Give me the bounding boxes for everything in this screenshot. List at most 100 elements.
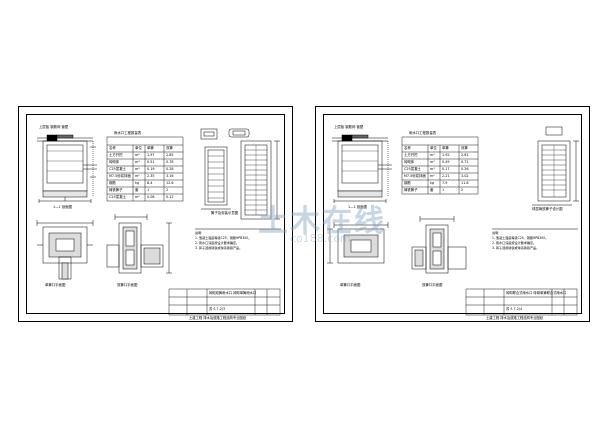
table-header-cell: 双箅 [461,146,468,150]
table-cell: m³ [135,160,140,164]
drawing-number: 苏 S 7-2/3 [209,307,226,311]
watermark-text: 土木在线 [258,204,386,239]
table-cell: 砖砌体 [404,160,415,164]
grate-detail [532,126,579,206]
table-cell: m³ [430,153,435,157]
table-cell: 0.28 [166,167,174,171]
title-block [465,288,578,316]
note-line: 3. 箅子选用铸铁或球墨铸铁产品。 [195,246,243,250]
table-cell: 0.12 [166,195,174,199]
section-label: 1—1 剖面图 [348,205,367,209]
note-line: 说明： [195,231,205,235]
table-cell: m³ [135,195,140,199]
table-cell: 12.6 [166,181,174,185]
plan-label-right: 双箅口平面图 [117,283,138,287]
table-cell: 铸铁箅子 [109,188,123,192]
table-header-cell: 名称 [404,146,411,150]
table-cell: M7.5砂浆抹面 [404,174,426,178]
table-cell: 3.16 [166,174,174,178]
table-cell: kg [135,181,140,185]
table-cell: 0.78 [166,160,174,164]
table-cell: 0.19 [147,167,155,171]
drawing-frame [26,114,285,314]
table-cell: 0.17 [442,167,450,171]
bottom-note: 土建工程 排水及道路工程结构专业图纸 [486,316,544,320]
table-cell: 0.08 [147,195,155,199]
table-cell: 0.49 [442,160,450,164]
table-cell: 套 [135,188,139,192]
drawing-sheet-right: 上层板 钢筋网 管壁 1—1 剖面图 雨水口工程数量表 名称单位单箅双箅土方开挖… [315,106,590,322]
grate-label: 箅子及安装示意图 [211,211,239,215]
material-table-title: 雨水口工程数量表 [114,131,142,135]
table-cell: 2 [166,188,169,192]
sheet-linework [36,128,281,316]
note-line: 3. 箅子选用铸铁或球墨铸铁产品。 [492,246,540,250]
table-cell: 1 [442,188,445,192]
note-line: 1. 混凝土强度等级C25，钢筋HPB300。 [195,236,252,240]
note-line: 2. 雨水口深度按设计要求确定。 [492,241,537,245]
section-1-1 [37,134,97,203]
section-1-1 [332,134,392,203]
sheet-linework [327,126,579,316]
callout-label: 上层板 钢筋网 管壁 [39,125,69,129]
table-cell: m² [430,174,435,178]
material-table [106,136,184,202]
plan-label-right: 双箅口平面图 [422,283,443,287]
table-cell: 2.21 [442,174,450,178]
single-grate-plan [327,222,389,264]
grate-detail [200,128,280,220]
table-cell: 铸铁箅子 [404,188,418,192]
single-grate-plan [36,220,94,280]
bottom-note: 土建工程 排水及道路工程结构专业图纸 [189,316,247,320]
notes: 说明：1. 混凝土强度等级C25，钢筋HPB300。2. 雨水口深度按设计要求确… [195,231,251,251]
drawing-title: 砖砌联合式雨水口 砖砌单箅联合式雨水口 [506,291,567,295]
table-cell: m³ [430,160,435,164]
table-cell: 1.92 [442,153,450,157]
material-table [401,136,479,195]
table-header-cell: 单位 [430,146,437,150]
notes: 说明：1. 混凝土强度等级C25，钢筋HPB300。2. 雨水口深度按设计要求确… [492,231,548,251]
table-cell: 11.8 [461,181,469,185]
table-cell: 套 [430,188,434,192]
plan-label-left: 单箅口平面图 [340,283,361,287]
table-header-cell: 双箅 [166,146,173,150]
table-cell: m² [135,174,140,178]
table-cell: 8.4 [147,181,153,185]
table-header-cell: 单箅 [147,146,154,150]
table-cell: m³ [135,153,140,157]
table-cell: 钢筋 [404,181,411,185]
table-cell: 2.35 [147,174,155,178]
table-cell: C15混凝土 [109,195,126,199]
table-header-cell: 名称 [109,146,116,150]
table-cell: 0.51 [147,160,155,164]
table-cell: M7.5砂浆抹面 [109,174,131,178]
material-table-title: 雨水口工程数量表 [409,131,437,135]
table-cell: 0.71 [461,160,469,164]
drawing-number: 苏 S 7-2/4 [506,307,523,311]
table-cell: 钢筋 [109,181,116,185]
drawing-sheet-left: 上层板 钢筋网 管壁 1—1 剖面图 雨水口工程数量表 名称单位单箅双箅土方开挖… [18,106,293,322]
table-cell: m³ [135,167,140,171]
table-cell: kg [430,181,435,185]
table-cell: 土方开挖 [109,153,123,157]
table-cell: 土方开挖 [404,153,418,157]
table-cell: C25混凝土 [109,167,126,171]
table-cell: 砖砌体 [109,160,120,164]
double-grate-plan [106,214,172,274]
grate-label: 球墨铸铁箅子设计图 [532,207,563,211]
plan-label-left: 单箅口平面图 [45,283,66,287]
table-header-cell: 单位 [135,146,142,150]
table-cell: 2 [461,188,464,192]
table-cell: C25混凝土 [404,167,421,171]
table-cell: 1.97 [147,153,155,157]
table-cell: 7.9 [442,181,448,185]
title-block [168,288,281,316]
table-cell: m³ [430,167,435,171]
callout-label: 上层板 钢筋网 管壁 [334,125,364,129]
note-line: 说明： [492,231,502,235]
table-cell: 1 [147,188,150,192]
table-cell: 0.26 [461,167,469,171]
drawing-title: 砖砌双箅雨水口 砖砌单箅雨水口 [209,291,257,295]
note-line: 2. 雨水口深度按设计要求确定。 [195,241,240,245]
table-cell: 3.02 [461,174,469,178]
